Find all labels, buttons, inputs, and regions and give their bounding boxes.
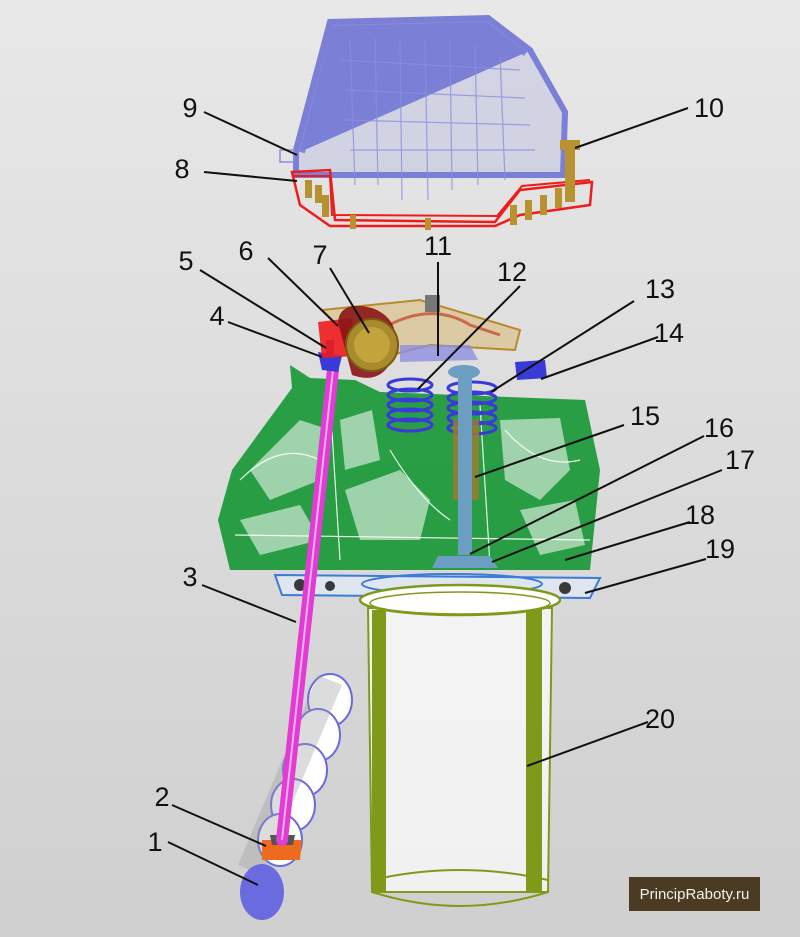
label-3: 3 — [182, 562, 197, 592]
label-6: 6 — [238, 236, 253, 266]
valve-cover — [279, 14, 569, 201]
part-number-labels: 1 2 3 4 5 6 7 8 9 10 11 12 13 14 15 16 1… — [147, 93, 755, 857]
label-2: 2 — [154, 782, 169, 812]
rocker-stud-nut — [515, 360, 547, 380]
label-18: 18 — [685, 500, 715, 530]
label-9: 9 — [182, 93, 197, 123]
label-20: 20 — [645, 704, 675, 734]
label-5: 5 — [178, 246, 193, 276]
label-1: 1 — [147, 827, 162, 857]
label-10: 10 — [694, 93, 724, 123]
cover-bolt — [560, 140, 580, 202]
label-12: 12 — [497, 257, 527, 287]
label-4: 4 — [209, 301, 224, 331]
valve — [432, 365, 498, 568]
label-13: 13 — [645, 274, 675, 304]
rocker-arm-assembly — [318, 295, 522, 378]
label-11: 11 — [424, 231, 452, 261]
pushrod — [276, 364, 339, 846]
label-16: 16 — [704, 413, 734, 443]
cylinder-sleeve — [358, 583, 562, 907]
label-8: 8 — [174, 154, 189, 184]
leader-lines — [167, 107, 723, 886]
label-14: 14 — [654, 318, 684, 348]
valve-cover-gasket — [290, 168, 594, 230]
label-15: 15 — [630, 401, 660, 431]
label-17: 17 — [725, 445, 755, 475]
watermark: PrincipRaboty.ru — [629, 877, 760, 911]
label-7: 7 — [312, 240, 327, 270]
label-19: 19 — [705, 534, 735, 564]
